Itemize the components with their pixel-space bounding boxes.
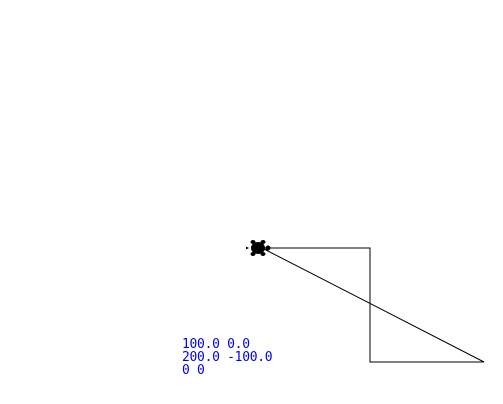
turtle-icon (246, 240, 271, 256)
printed-coordinate-line: 0 0 (182, 363, 205, 378)
turtle-path (261, 247, 485, 363)
printed-coordinate-line: 100.0 0.0 (182, 337, 250, 352)
printed-coordinate-line: 200.0 -100.0 (182, 350, 273, 365)
